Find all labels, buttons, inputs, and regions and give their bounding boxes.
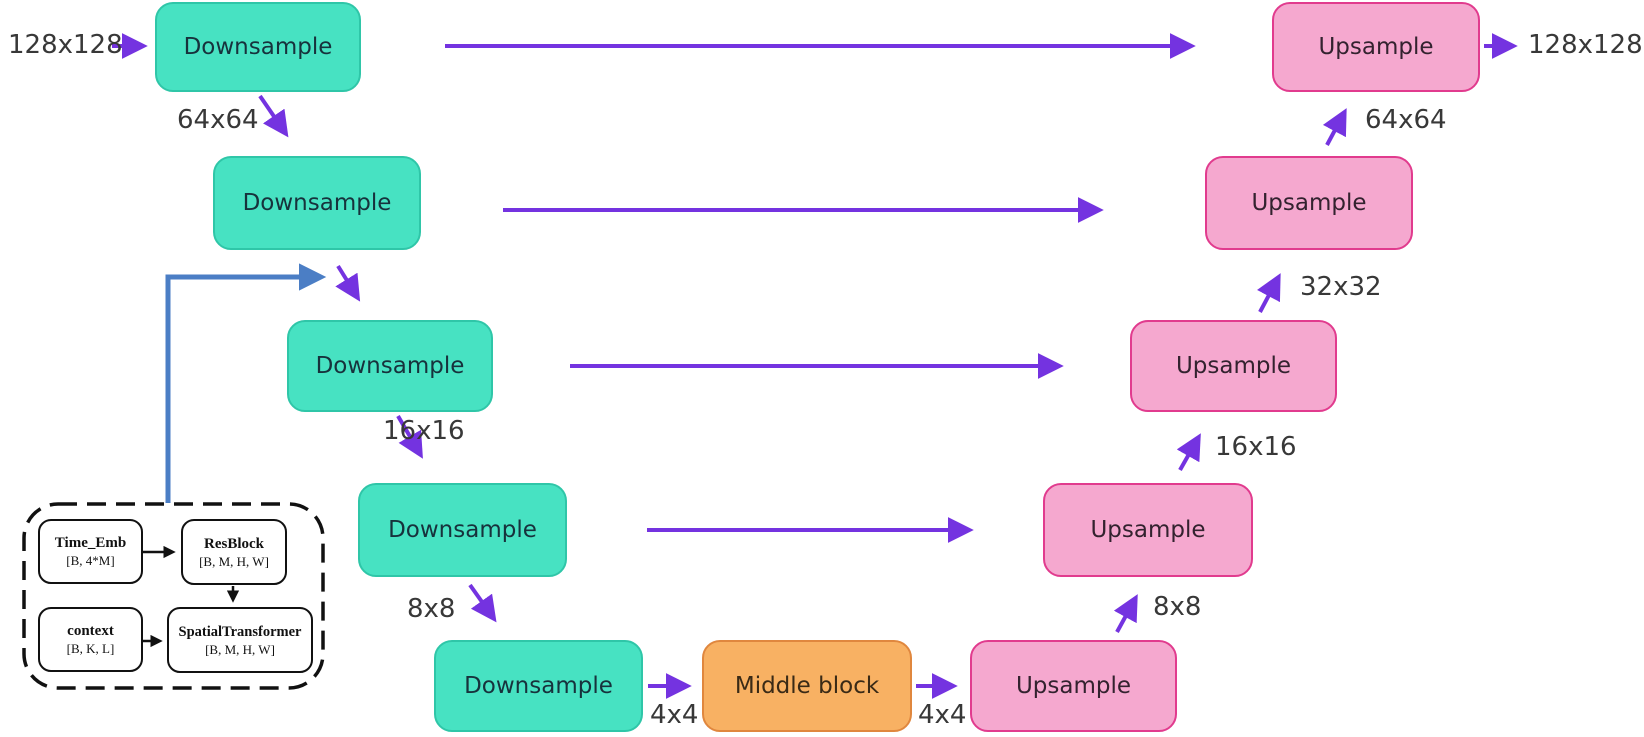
context-shape: [B, K, L] <box>66 641 115 656</box>
downsample-block-1-label: Downsample <box>183 34 333 60</box>
downsample-block-4: Downsample <box>358 483 567 577</box>
up-diagonal-5 <box>1113 594 1138 633</box>
downsample-block-2-label: Downsample <box>242 190 392 216</box>
downsample-block-4-label: Downsample <box>388 517 537 543</box>
spatial-transformer-name: SpatialTransformer <box>178 623 302 640</box>
downsample-block-3-label: Downsample <box>315 353 465 379</box>
middle-block: Middle block <box>702 640 912 732</box>
inset-callout-arrow <box>165 263 327 503</box>
up-diagonal-3 <box>1256 273 1281 313</box>
upsample-block-3: Upsample <box>1130 320 1337 412</box>
resblock-name: ResBlock <box>204 535 264 552</box>
inset-node-time-emb: Time_Emb [B, 4*M] <box>38 519 143 584</box>
encoder-dim-16: 16x16 <box>383 416 465 446</box>
downsample-block-5: Downsample <box>434 640 643 732</box>
down-diagonal-3 <box>396 414 423 459</box>
upsample-block-3-label: Upsample <box>1175 353 1292 379</box>
context-name: context <box>67 623 114 639</box>
time-emb-shape: [B, 4*M] <box>66 553 115 568</box>
upsample-block-5-label: Upsample <box>1015 673 1132 699</box>
spatial-transformer-shape: [B, M, H, W] <box>205 641 275 657</box>
decoder-dim-16: 16x16 <box>1215 432 1297 462</box>
downsample-block-1: Downsample <box>155 2 361 92</box>
bottleneck-dim-in: 4x4 <box>650 700 699 730</box>
upsample-block-1-label: Upsample <box>1318 34 1434 60</box>
decoder-dim-32: 32x32 <box>1300 272 1382 302</box>
bottleneck-dim-out: 4x4 <box>918 700 967 730</box>
inset-node-spatial-transformer: SpatialTransformer [B, M, H, W] <box>167 607 313 673</box>
downsample-block-3: Downsample <box>287 320 493 412</box>
down-diagonal-2 <box>335 264 361 302</box>
upsample-block-4: Upsample <box>1043 483 1253 577</box>
encoder-dim-8: 8x8 <box>407 594 456 624</box>
up-diagonal-2 <box>1322 108 1347 146</box>
upsample-block-4-label: Upsample <box>1090 517 1206 543</box>
upsample-block-2-label: Upsample <box>1251 190 1367 216</box>
downsample-block-2: Downsample <box>213 156 421 250</box>
upsample-block-1: Upsample <box>1272 2 1480 92</box>
output-size-label: 128x128 <box>1528 30 1643 60</box>
down-diagonal-4 <box>468 583 497 623</box>
upsample-block-2: Upsample <box>1205 156 1413 250</box>
inset-node-resblock: ResBlock [B, M, H, W] <box>181 519 287 585</box>
decoder-dim-64: 64x64 <box>1365 105 1447 135</box>
up-diagonal-4 <box>1176 433 1201 471</box>
downsample-block-5-label: Downsample <box>464 673 613 699</box>
input-size-label: 128x128 <box>8 30 123 60</box>
decoder-dim-8: 8x8 <box>1153 592 1202 622</box>
encoder-dim-64: 64x64 <box>177 105 259 135</box>
resblock-shape: [B, M, H, W] <box>199 553 269 569</box>
inset-node-context: context [B, K, L] <box>38 607 143 672</box>
down-diagonal-1 <box>258 94 289 138</box>
inset-dashed-border <box>22 502 325 690</box>
upsample-block-5: Upsample <box>970 640 1177 732</box>
time-emb-name: Time_Emb <box>54 535 127 551</box>
middle-block-label: Middle block <box>734 673 880 699</box>
